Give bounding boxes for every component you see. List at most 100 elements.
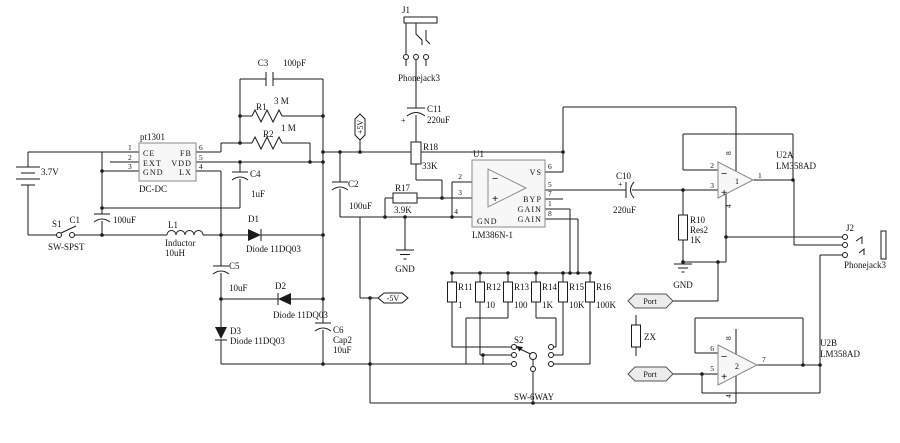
r14-ref: R14 (542, 282, 558, 292)
s2-value: SW-6WAY (514, 392, 555, 402)
jack-j2[interactable]: J2 Phonejack3 (842, 223, 887, 270)
u2a-value: LM358AD (776, 161, 816, 171)
resistor-r18[interactable]: R18 33K (410, 141, 439, 171)
ground-symbol-u1[interactable]: GND (395, 249, 415, 274)
resistor-r12[interactable]: R12 10 (475, 281, 502, 310)
c10-plus: + (618, 180, 623, 189)
capacitor-c11[interactable]: + C11 220uF (401, 104, 450, 125)
pin-gnd: GND (143, 168, 164, 177)
u2a-num-2: 2 (710, 161, 714, 170)
c3-value: 100pF (283, 58, 306, 68)
c2-value: 100uF (349, 201, 372, 211)
c11-ref: C11 (427, 104, 442, 114)
u1-num-6: 6 (548, 162, 552, 171)
pin-num-2: 2 (128, 153, 132, 162)
r18-ref: R18 (423, 142, 439, 152)
u1-pin-byp: BYP (523, 195, 542, 204)
u2b-num-8: 8 (724, 336, 733, 340)
switch-s2[interactable]: S2 SW-6WAY (511, 335, 555, 402)
diode-d1[interactable]: D1 Diode 11DQ03 (246, 214, 301, 254)
inductor-l1[interactable]: L1 Inductor 10uH (165, 220, 204, 258)
u1-pin-gain8: GAIN (518, 215, 542, 224)
u2a-inner: 1 (735, 177, 739, 186)
resistor-r13[interactable]: R13 100 (503, 281, 530, 310)
r16-value: 100K (596, 300, 617, 310)
ic-pt1301[interactable]: pt1301 DC-DC CE EXT GND FB VDD LX 1 2 3 … (128, 132, 203, 194)
port1-label: Port (643, 297, 657, 306)
capacitor-c1[interactable]: C1 100uF (69, 213, 136, 225)
r12-ref: R12 (486, 282, 501, 292)
port-flag-2[interactable]: Port (627, 366, 674, 382)
resistor-r10[interactable]: R10 Res2 1K (678, 214, 709, 245)
opamp-u2b[interactable]: − + 2 6 5 7 8 4 U2B LM358AD (710, 336, 860, 398)
c6-ref: C6 (333, 325, 344, 335)
u1-num-4: 4 (454, 207, 458, 216)
r1-ref: R1 (256, 102, 267, 112)
r13-value: 100 (514, 300, 528, 310)
r11-value: 1 (458, 300, 463, 310)
impedance-zx[interactable]: ZX (631, 324, 657, 348)
u2b-num-4: 4 (724, 394, 733, 398)
diode-d3[interactable]: D3 Diode 11DQ03 (215, 326, 285, 346)
c10-value: 220uF (613, 205, 636, 215)
pin-num-5: 5 (199, 153, 203, 162)
resistor-r16[interactable]: R16 100K (585, 281, 617, 310)
pt1301-value: DC-DC (139, 184, 167, 194)
battery[interactable]: 3.7V (16, 166, 59, 186)
r15-value: 10K (569, 300, 585, 310)
resistor-r17[interactable]: R17 3.9K (392, 183, 418, 215)
c6-value2: 10uF (333, 345, 352, 355)
wires-left (27, 78, 484, 365)
s1-value: SW-SPST (48, 242, 85, 252)
d2-ref: D2 (275, 281, 286, 291)
r16-ref: R16 (596, 282, 612, 292)
u2b-inner: 2 (735, 362, 739, 371)
r17-ref: R17 (395, 183, 411, 193)
c6-value: Cap2 (333, 335, 352, 345)
pin-num-1: 1 (128, 143, 132, 152)
u1-plus: + (492, 193, 498, 205)
j1-value: Phonejack3 (398, 73, 440, 83)
capacitor-c2[interactable]: C2 100uF (331, 179, 372, 211)
capacitor-c5[interactable]: C5 10uF (212, 261, 248, 293)
port-flag-1[interactable]: Port (627, 293, 674, 309)
u1-minus: − (492, 173, 498, 185)
s2-ref: S2 (514, 335, 524, 345)
capacitor-c10[interactable]: + C10 220uF (613, 171, 636, 215)
ground-symbol-r10[interactable]: GND (673, 263, 693, 290)
u1-value: LM386N-1 (472, 230, 513, 240)
switch-s1[interactable]: S1 SW-SPST (48, 219, 85, 252)
resistor-r14[interactable]: R14 1K (531, 281, 558, 310)
u1-num-5: 5 (548, 180, 552, 189)
pin-lx: LX (179, 168, 192, 177)
resistor-r15[interactable]: R15 10K (558, 281, 586, 310)
c5-value: 10uF (229, 283, 248, 293)
capacitor-c6[interactable]: C6 Cap2 10uF (314, 322, 352, 355)
j2-value: Phonejack3 (844, 260, 886, 270)
capacitor-c3[interactable]: C3 100pF (258, 58, 306, 86)
c5-ref: C5 (229, 261, 240, 271)
c11-plus: + (401, 116, 406, 125)
gnd-u1-label: GND (395, 264, 415, 274)
r2-value: 1 M (281, 123, 296, 133)
jack-j1[interactable]: J1 Phonejack3 (398, 5, 440, 83)
resistor-r2[interactable]: R2 1 M (251, 123, 296, 151)
diode-d2[interactable]: D2 Diode 11DQ03 (273, 281, 328, 320)
d2-value: Diode 11DQ03 (273, 310, 328, 320)
r1-value: 3 M (274, 96, 289, 106)
power-flag-plus5v[interactable]: +5V (354, 113, 366, 141)
capacitor-c4[interactable]: C4 1uF (231, 169, 265, 199)
pt1301-ref: pt1301 (140, 132, 165, 142)
resistor-r1[interactable]: R1 3 M (251, 96, 289, 124)
ic-u1-lm386[interactable]: U1 LM386N-1 − + VS BYP GAIN GAIN GND 2 3… (454, 149, 552, 240)
pin-num-3: 3 (128, 162, 132, 171)
zx-ref: ZX (644, 332, 656, 342)
power-flag-minus5v[interactable]: -5V (377, 292, 409, 304)
opamp-u2a[interactable]: − + 1 2 3 1 8 4 U2A LM358AD (710, 150, 816, 208)
r12-value: 10 (486, 300, 496, 310)
r18-value: 33K (422, 161, 438, 171)
c1-value: 100uF (113, 215, 136, 225)
d1-ref: D1 (248, 214, 259, 224)
resistor-r11[interactable]: R11 1 (447, 281, 473, 310)
u2a-num-4: 4 (724, 204, 733, 208)
